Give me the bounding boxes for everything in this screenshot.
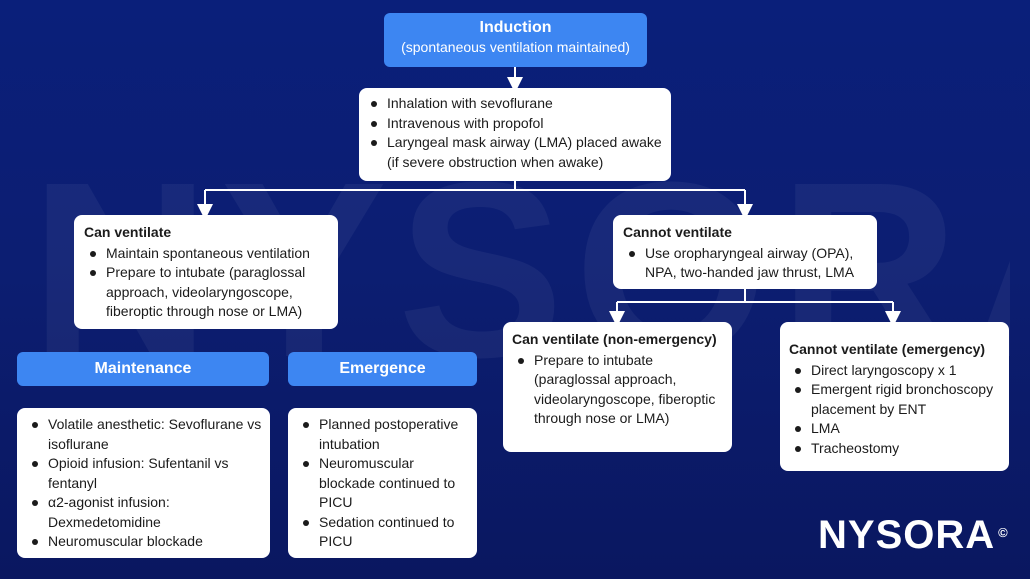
can-ventilate-non-emergency-box: Can ventilate (non-emergency) Prepare to… bbox=[503, 322, 732, 452]
emergence-header: Emergence bbox=[288, 352, 477, 386]
list-item: Prepare to intubate (paraglossal approac… bbox=[518, 351, 724, 429]
logo-text: NYSORA bbox=[818, 513, 996, 557]
can-ventilate-title: Can ventilate bbox=[84, 224, 172, 240]
induction-methods-box: Inhalation with sevoflurane Intravenous … bbox=[359, 88, 671, 181]
can-ventilate-list: Maintain spontaneous ventilation Prepare… bbox=[84, 244, 330, 322]
list-item: Neuromuscular blockade continued to PICU bbox=[303, 454, 471, 513]
list-item: Volatile anesthetic: Sevoflurane vs isof… bbox=[32, 415, 262, 454]
induction-header: Induction (spontaneous ventilation maint… bbox=[384, 13, 647, 67]
list-item: Neuromuscular blockade bbox=[32, 532, 262, 552]
cannot-ventilate-list: Use oropharyngeal airway (OPA), NPA, two… bbox=[623, 244, 869, 283]
maintenance-list: Volatile anesthetic: Sevoflurane vs isof… bbox=[17, 415, 262, 552]
list-item: Opioid infusion: Sufentanil vs fentanyl bbox=[32, 454, 262, 493]
cannot-ventilate-box: Cannot ventilate Use oropharyngeal airwa… bbox=[613, 215, 877, 289]
list-item: α2-agonist infusion: Dexmedetomidine bbox=[32, 493, 262, 532]
emergence-box: Planned postoperative intubation Neuromu… bbox=[288, 408, 477, 558]
emergence-title: Emergence bbox=[339, 360, 426, 377]
non-emergency-title: Can ventilate (non-emergency) bbox=[512, 331, 717, 347]
list-item: Intravenous with propofol bbox=[371, 114, 663, 134]
can-ventilate-box: Can ventilate Maintain spontaneous venti… bbox=[74, 215, 338, 329]
maintenance-box: Volatile anesthetic: Sevoflurane vs isof… bbox=[17, 408, 270, 558]
emergency-title: Cannot ventilate (emergency) bbox=[789, 341, 986, 357]
non-emergency-list: Prepare to intubate (paraglossal approac… bbox=[512, 351, 724, 429]
list-item: Use oropharyngeal airway (OPA), NPA, two… bbox=[629, 244, 869, 283]
maintenance-title: Maintenance bbox=[94, 360, 192, 377]
cannot-ventilate-emergency-box: Cannot ventilate (emergency) Direct lary… bbox=[780, 322, 1009, 471]
nysora-logo: NYSORA© bbox=[818, 512, 1009, 558]
cannot-ventilate-title: Cannot ventilate bbox=[623, 224, 732, 240]
list-item: Prepare to intubate (paraglossal approac… bbox=[90, 263, 330, 322]
list-item: Laryngeal mask airway (LMA) placed awake… bbox=[371, 133, 663, 172]
list-item: Planned postoperative intubation bbox=[303, 415, 471, 454]
emergency-list: Direct laryngoscopy x 1 Emergent rigid b… bbox=[789, 361, 1001, 459]
induction-title: Induction bbox=[479, 19, 552, 36]
list-item: Emergent rigid bronchoscopy placement by… bbox=[795, 380, 1001, 419]
maintenance-header: Maintenance bbox=[17, 352, 269, 386]
induction-methods-list: Inhalation with sevoflurane Intravenous … bbox=[359, 94, 663, 172]
list-item: Inhalation with sevoflurane bbox=[371, 94, 663, 114]
copyright-mark: © bbox=[998, 525, 1009, 540]
list-item: Maintain spontaneous ventilation bbox=[90, 244, 330, 264]
list-item: Sedation continued to PICU bbox=[303, 513, 471, 552]
induction-subtitle: (spontaneous ventilation maintained) bbox=[401, 39, 630, 55]
list-item: LMA bbox=[795, 419, 1001, 439]
list-item: Tracheostomy bbox=[795, 439, 1001, 459]
emergence-list: Planned postoperative intubation Neuromu… bbox=[288, 415, 471, 552]
list-item: Direct laryngoscopy x 1 bbox=[795, 361, 1001, 381]
